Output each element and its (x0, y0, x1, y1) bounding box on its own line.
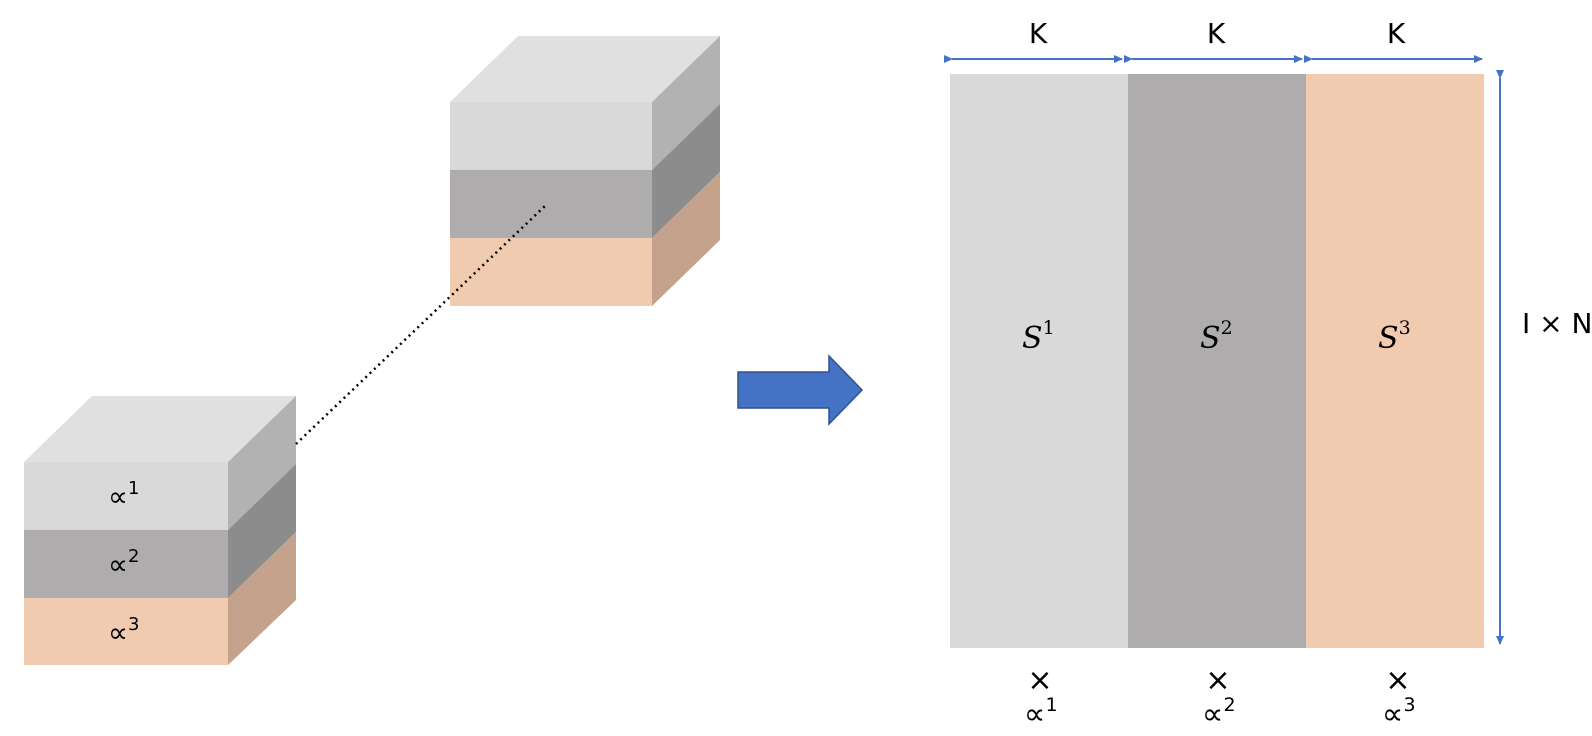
weight-label-2: ∝2 (1202, 694, 1236, 732)
small-cube-label-3: ∝3 (108, 614, 139, 649)
k-label-2: K (1207, 17, 1226, 50)
column-weights: × × × ∝1 ∝2 ∝3 (1024, 663, 1416, 732)
small-cube-side-2 (228, 464, 296, 598)
large-cube-top (450, 36, 720, 102)
k-label-3: K (1387, 17, 1406, 50)
small-cube-layer-3 (24, 598, 228, 665)
weight-label-1: ∝1 (1024, 694, 1058, 732)
matrix-column-2 (1128, 74, 1306, 648)
small-cube-side-1 (228, 396, 296, 530)
times-symbol-2: × (1205, 663, 1230, 698)
matrix-column-1-label: S1 (1022, 317, 1055, 356)
matrix-column-2-label: S2 (1200, 317, 1233, 356)
dotted-connector (295, 204, 547, 445)
small-cube: ∝1 ∝2 ∝3 (24, 396, 296, 665)
height-dimension: I × N (1496, 70, 1592, 645)
matrix-column-1 (950, 74, 1128, 648)
large-cube-side-1 (652, 36, 720, 170)
large-cube-layer-2 (450, 170, 652, 238)
small-cube-layer-2 (24, 530, 228, 598)
small-cube-label-2: ∝2 (108, 546, 139, 581)
large-cube-layer-1 (450, 102, 652, 170)
small-cube-layer-1 (24, 462, 228, 530)
matrix-column-3-label: S3 (1378, 317, 1411, 356)
large-cube-side-3 (652, 172, 720, 306)
height-label: I × N (1522, 307, 1592, 340)
small-cube-label-1: ∝1 (108, 478, 139, 513)
times-symbol-1: × (1027, 663, 1052, 698)
matrix-column-3 (1306, 74, 1484, 648)
small-cube-side-3 (228, 532, 296, 665)
times-symbol-3: × (1385, 663, 1410, 698)
large-cube-layer-3 (450, 238, 652, 306)
large-cube-side-2 (652, 104, 720, 238)
width-dimensions: K K K (944, 17, 1483, 63)
k-label-1: K (1029, 17, 1048, 50)
right-arrow-icon (737, 354, 864, 426)
small-cube-top (24, 396, 296, 462)
weight-label-3: ∝3 (1382, 694, 1416, 732)
large-cube (450, 36, 720, 306)
matrix: S1 S2 S3 (950, 74, 1484, 648)
